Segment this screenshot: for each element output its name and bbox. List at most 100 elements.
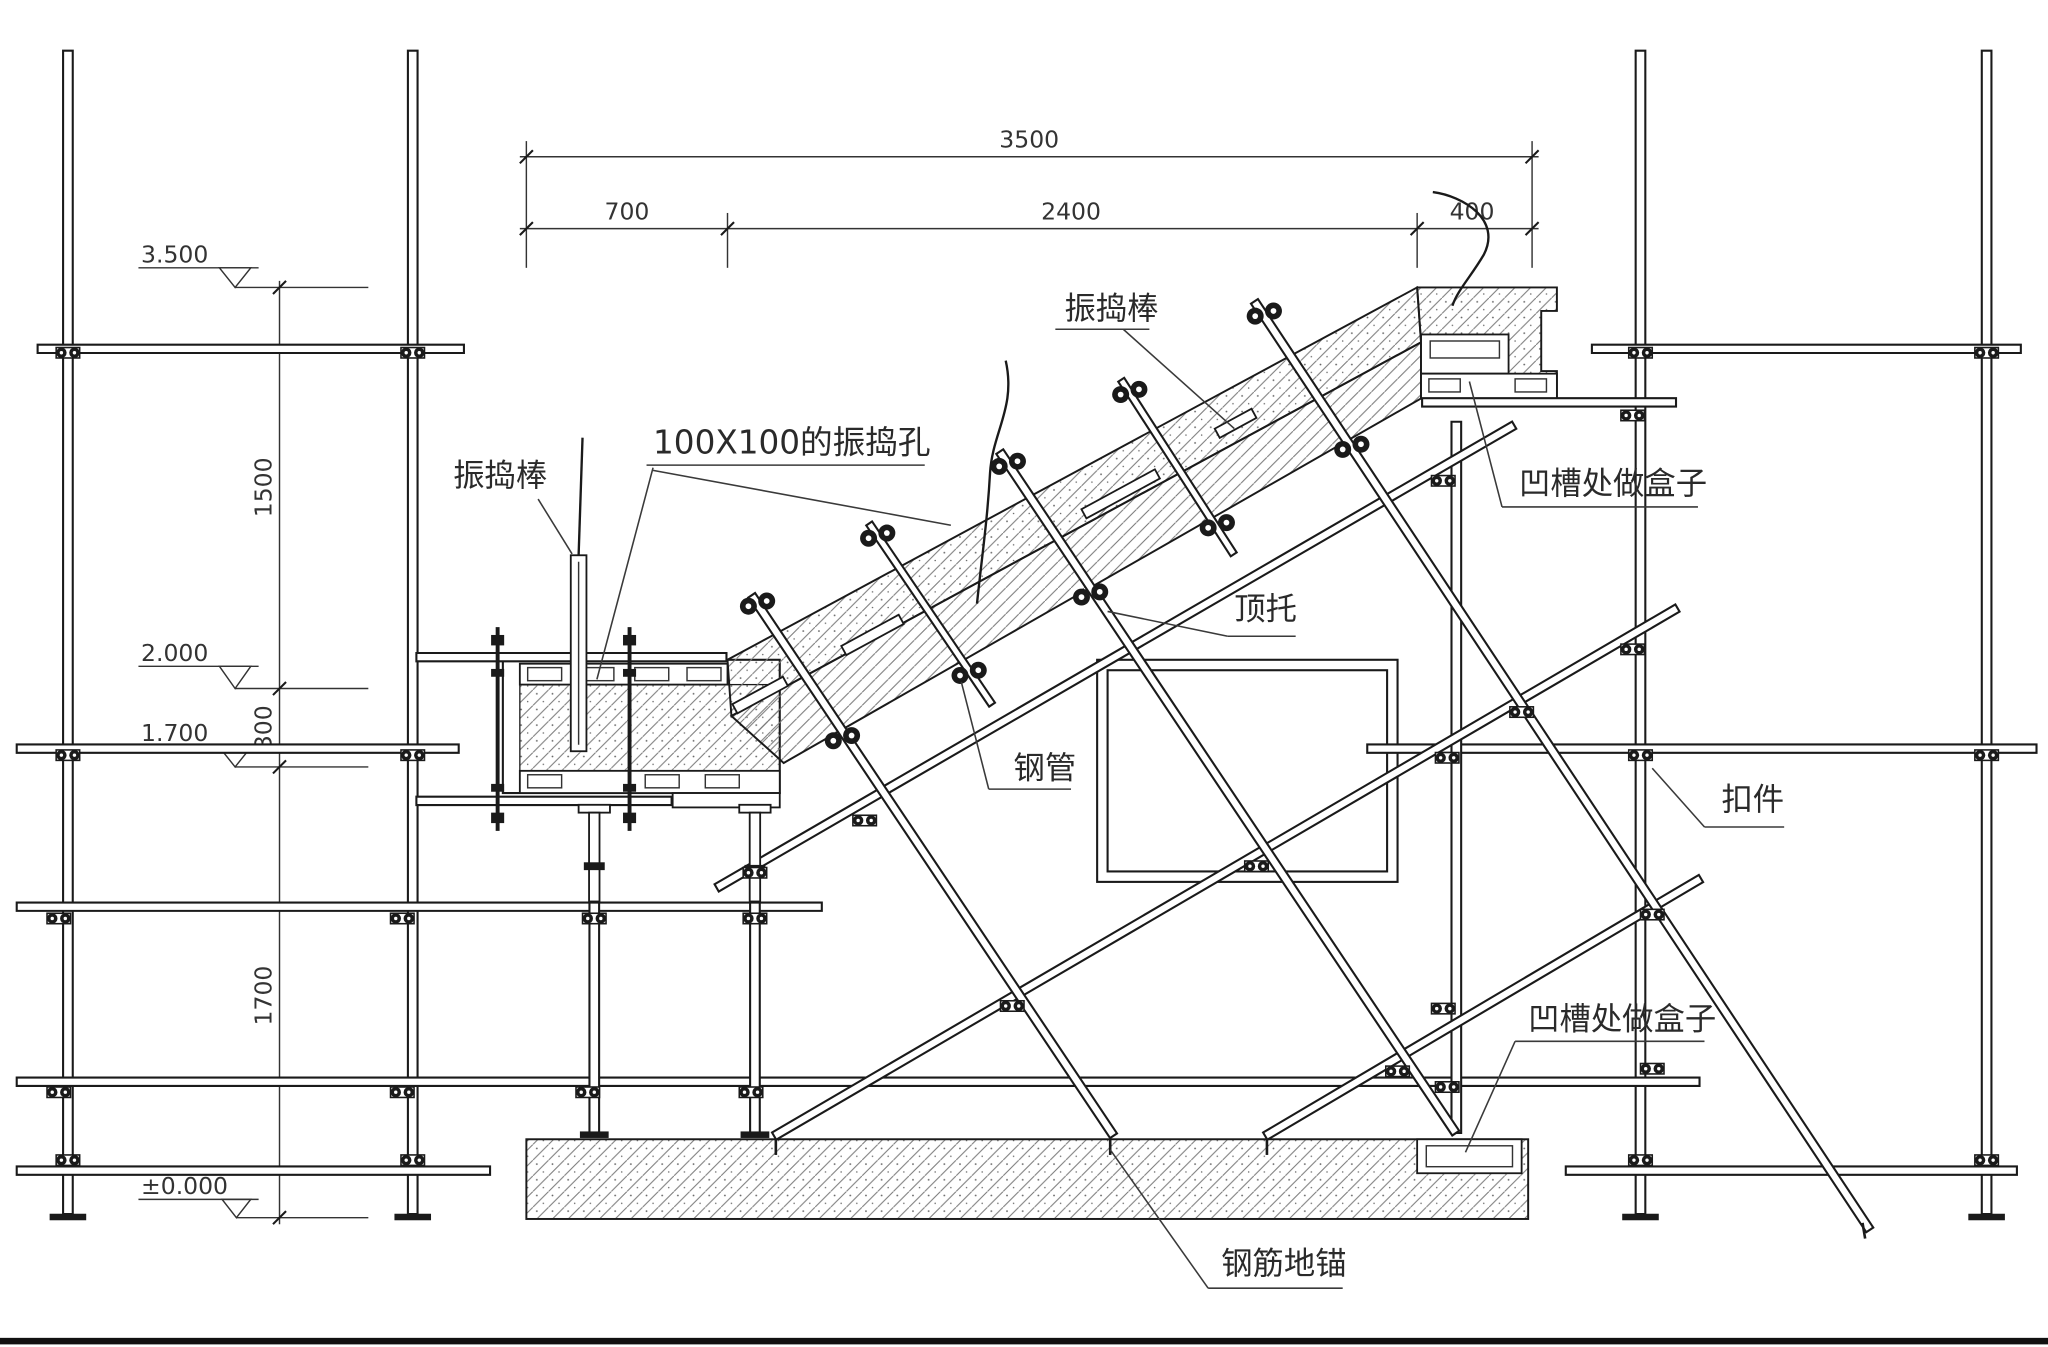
dim-text-vert-3: 1700: [250, 966, 278, 1026]
dim-text-total: 3500: [999, 126, 1059, 154]
clamp-bolt-hole: [1096, 588, 1103, 595]
dim-text-vert-1: 1500: [250, 457, 278, 517]
coupler-bolt-hole: [586, 916, 590, 921]
top-jack-clamp-7: [1112, 380, 1148, 404]
coupler-24: [1434, 751, 1460, 764]
prop-left-jack-nut: [583, 862, 605, 871]
upper-landing-groove-inner: [1429, 340, 1501, 359]
slab-strut-5: [1249, 297, 1875, 1234]
dim-tick: [1409, 221, 1425, 236]
tie-rod-nut: [623, 634, 637, 646]
slab-vibrator-bar: [1080, 468, 1162, 520]
wall-opening: [1096, 658, 1399, 883]
elevation-3500: 3.500: [141, 241, 208, 269]
coupler-25: [1430, 1002, 1456, 1015]
coupler-bolt-hole: [1978, 1158, 1982, 1162]
elevation-1700: 1.700: [141, 719, 208, 747]
clamp-bolt-hole: [1014, 458, 1021, 465]
coupler-bolt-hole: [1389, 1069, 1393, 1074]
clamp-bolt-hole: [1117, 391, 1124, 398]
coupler-bolt-hole: [869, 818, 873, 823]
dim-tick: [272, 280, 287, 295]
slab-strut-5-bore: [1252, 300, 1872, 1231]
dim-tick: [1524, 221, 1540, 236]
diagonal-brace-b: [770, 603, 1682, 1142]
coupler-layer: [46, 302, 2000, 1167]
coupler-bolt-hole: [50, 1090, 54, 1094]
coupler-bolt-hole: [1657, 1067, 1661, 1071]
coupler-bolt-hole: [1435, 479, 1439, 483]
plank-section: [526, 774, 563, 789]
coupler-bolt-hole: [1632, 351, 1636, 355]
foundation-groove-inner: [1425, 1145, 1514, 1168]
coupler-bolt-hole: [742, 1090, 747, 1094]
slab-vibrator-bar: [731, 675, 790, 715]
dim-tick: [272, 759, 287, 775]
plank-section: [1514, 378, 1548, 393]
clamp-bolt-hole: [1270, 308, 1277, 314]
coupler-bolt-hole: [1004, 1004, 1008, 1008]
plank-section: [1428, 378, 1461, 393]
top-jack-clamp-10: [1334, 435, 1370, 458]
top-jack-clamp-3: [860, 524, 896, 547]
clamp-bolt-hole: [848, 732, 855, 739]
coupler-bolt-hole: [417, 351, 421, 355]
clamp-bolt-hole: [996, 463, 1003, 470]
inclined-stair-slab: [726, 285, 1423, 765]
coupler-bolt-hole: [755, 1090, 760, 1094]
coupler-27: [1627, 346, 1654, 359]
dim-tick: [1524, 149, 1540, 165]
slab-strut-1: [746, 591, 1119, 1140]
coupler-10: [400, 1154, 426, 1167]
vibrator-left-cable: [577, 437, 584, 556]
tie-rod-nut: [491, 634, 505, 646]
diagonal-brace-b-bore: [773, 605, 1679, 1139]
coupler-bolt-hole: [72, 1158, 77, 1162]
diagonal-brace-c-bore: [1264, 876, 1702, 1139]
plank-section: [526, 666, 563, 682]
coupler-bolt-hole: [1017, 1004, 1021, 1008]
coupler-bolt-hole: [592, 1090, 596, 1094]
coupler-23: [1430, 474, 1456, 487]
coupler-31: [1974, 749, 2000, 762]
coupler-30: [1627, 749, 1654, 762]
coupler-bolt-hole: [1261, 864, 1265, 868]
top-jack-clamp-6: [1072, 583, 1109, 606]
coupler-bolt-hole: [759, 871, 764, 875]
coupler-bolt-hole: [1644, 1067, 1648, 1071]
slab-strut-3-bore: [997, 450, 1458, 1135]
elevation-markers: 3.500 2.000 1.700 ±0.000 1500 300 1700: [138, 241, 369, 1225]
dim-tick: [519, 221, 534, 236]
coupler-18: [1243, 860, 1270, 873]
leader-vibration-hole-landing: [596, 467, 654, 680]
coupler-17: [999, 999, 1025, 1013]
diagonal-brace-c: [1261, 873, 1705, 1142]
leader-vibrator-top: [1122, 328, 1235, 430]
coupler-bolt-hole: [1438, 756, 1443, 760]
coupler-2: [400, 346, 426, 359]
coupler-4: [400, 749, 426, 762]
coupler-8: [389, 1086, 415, 1099]
upper-landing-plank: [1420, 372, 1558, 400]
dim-tick: [272, 1210, 287, 1225]
coupler-bolt-hole: [759, 916, 764, 921]
tie-rod-nut: [623, 783, 637, 792]
leader-steel-pipe: [960, 681, 990, 790]
coupler-bolt-hole: [63, 1090, 68, 1094]
clamp-bolt-hole: [1205, 524, 1212, 531]
coupler-32: [1639, 1062, 1665, 1075]
annotations: 振捣棒 100X100的振捣孔 振捣棒 顶托 钢管 凹槽处做盒子 凹槽处做盒子 …: [453, 291, 1785, 1289]
plank-section: [644, 774, 680, 789]
top-jack-clamp-2: [824, 727, 861, 750]
upper-landing: [1416, 286, 1558, 400]
clamp-bolt-hole: [1223, 519, 1230, 526]
coupler-bolt-hole: [1632, 753, 1636, 757]
leader-coupler: [1651, 767, 1706, 828]
leader-groove-box-upper: [1468, 381, 1503, 508]
top-jack-clamp-8: [1199, 514, 1235, 537]
tie-rod-nut: [491, 812, 505, 824]
coupler-13: [575, 1086, 601, 1099]
coupler-bolt-hole: [1645, 753, 1649, 757]
coupler-bolt-hole: [394, 1090, 398, 1094]
coupler-bolt-hole: [1644, 912, 1648, 917]
